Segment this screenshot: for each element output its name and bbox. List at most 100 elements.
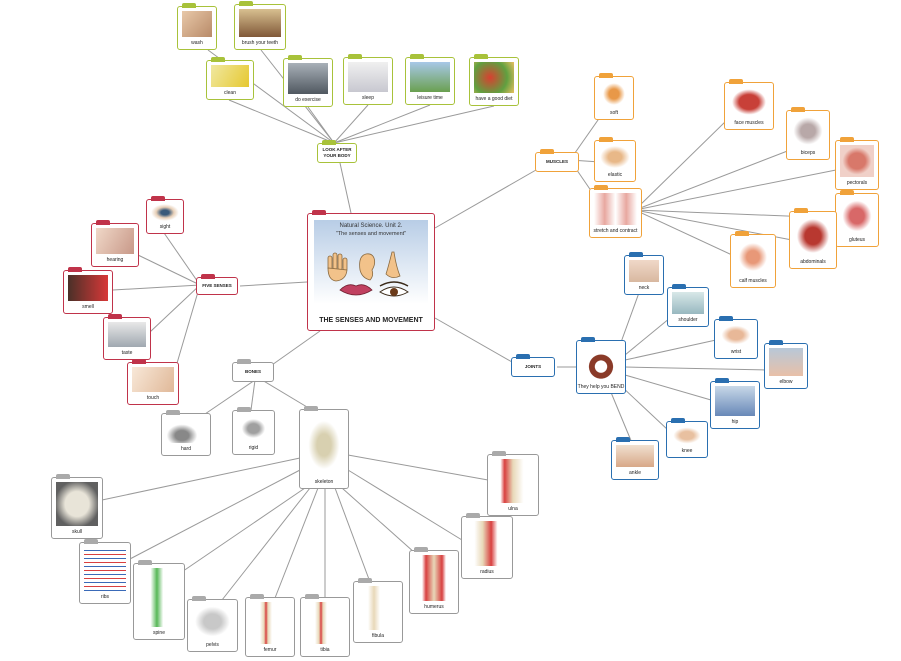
joints-node[interactable]: JOINTS xyxy=(511,354,555,377)
ankle-node[interactable]: ankle xyxy=(611,437,659,480)
shoulder-node[interactable]: shoulder xyxy=(667,284,709,327)
node-label: shoulder xyxy=(678,317,698,323)
leisure-image xyxy=(410,62,450,92)
node-label: fibula xyxy=(372,633,384,639)
taste-node[interactable]: taste xyxy=(103,314,151,360)
node-label: MUSCLES xyxy=(545,159,568,164)
node-label: brush your teeth xyxy=(241,40,279,46)
elbow-image xyxy=(769,348,803,376)
face-muscles-node[interactable]: face muscles xyxy=(724,79,774,130)
neck-node[interactable]: neck xyxy=(624,252,664,295)
they-help-you-bend-node[interactable]: They help you BEND xyxy=(576,337,626,394)
touch-node[interactable]: touch xyxy=(127,359,179,405)
wrist-node[interactable]: wrist xyxy=(714,316,758,359)
brush-teeth-image xyxy=(239,9,281,37)
bones-node[interactable]: BONES xyxy=(232,359,274,382)
ulna-image xyxy=(492,459,534,503)
node-label: LOOK AFTER YOUR BODY xyxy=(322,147,352,158)
hard-node[interactable]: hard xyxy=(161,410,211,456)
main-title: THE SENSES AND MOVEMENT xyxy=(319,317,423,324)
gluteus-node[interactable]: gluteus xyxy=(835,190,879,247)
ribs-image xyxy=(84,547,126,591)
node-label: sleep xyxy=(362,95,374,101)
node-label: elastic xyxy=(607,172,623,178)
eye-image xyxy=(151,204,179,221)
node-label: sight xyxy=(159,224,171,230)
ribs-node[interactable]: ribs xyxy=(79,539,131,604)
node-label: biceps xyxy=(800,150,816,156)
face-muscles-image xyxy=(729,87,769,117)
hip-image xyxy=(715,386,755,416)
spine-image xyxy=(138,568,180,627)
unit-subtitle: "The senses and movement" xyxy=(335,231,407,237)
sleep-node[interactable]: sleep xyxy=(343,54,393,105)
shoulder-image xyxy=(672,292,704,314)
node-label: hearing xyxy=(106,257,124,263)
skeleton-node[interactable]: skeleton xyxy=(299,406,349,489)
node-label: touch xyxy=(146,395,160,401)
soft-image xyxy=(599,81,629,107)
have-a-good-diet-node[interactable]: have a good diet xyxy=(469,54,519,106)
senses-icons xyxy=(327,251,409,297)
central-topic-node[interactable]: Natural Science. Unit 2. "The senses and… xyxy=(307,210,435,331)
taste-image xyxy=(108,322,146,347)
humerus-node[interactable]: humerus xyxy=(409,547,459,614)
pelvis-node[interactable]: pelvis xyxy=(187,596,238,652)
knee-image xyxy=(671,426,703,445)
gluteus-image xyxy=(840,198,874,234)
hearing-node[interactable]: hearing xyxy=(91,220,139,267)
clean-node[interactable]: clean xyxy=(206,57,254,100)
node-label: skeleton xyxy=(314,479,334,485)
calf-muscles-node[interactable]: calf muscles xyxy=(730,231,776,288)
wash-node[interactable]: wash xyxy=(177,3,217,50)
do-exercise-node[interactable]: do exercise xyxy=(283,55,333,107)
node-label: femur xyxy=(263,647,277,653)
five-senses-node[interactable]: FIVE SENSES xyxy=(196,274,238,295)
abdominals-image xyxy=(794,216,832,256)
node-label: skull xyxy=(71,529,82,535)
node-label: neck xyxy=(638,285,650,291)
node-label: leisure time xyxy=(417,95,443,101)
node-label: ribs xyxy=(100,594,110,600)
elbow-node[interactable]: elbow xyxy=(764,340,808,389)
smell-node[interactable]: smell xyxy=(63,267,113,314)
stretch-contract-image xyxy=(594,193,637,225)
abdominals-node[interactable]: abdominals xyxy=(789,208,837,269)
stretch-and-contract-node[interactable]: stretch and contract xyxy=(589,185,642,238)
node-label: hip xyxy=(731,419,739,425)
look-after-your-body-node[interactable]: LOOK AFTER YOUR BODY xyxy=(317,140,357,163)
fibula-node[interactable]: fibula xyxy=(353,578,403,643)
ulna-node[interactable]: ulna xyxy=(487,451,539,516)
tibia-node[interactable]: tibia xyxy=(300,594,350,657)
elastic-node[interactable]: elastic xyxy=(594,137,636,182)
elastic-image xyxy=(599,145,631,169)
sight-node[interactable]: sight xyxy=(146,196,184,234)
radius-node[interactable]: radius xyxy=(461,513,513,579)
rigid-node[interactable]: rigid xyxy=(232,407,275,455)
muscles-node[interactable]: MUSCLES xyxy=(535,149,579,172)
node-label: taste xyxy=(121,350,133,356)
node-label: rigid xyxy=(248,445,259,451)
knee-node[interactable]: knee xyxy=(666,418,708,458)
femur-image xyxy=(250,602,290,644)
pelvis-image xyxy=(192,604,233,639)
hip-node[interactable]: hip xyxy=(710,378,760,429)
soft-node[interactable]: soft xyxy=(594,73,634,120)
node-label: JOINTS xyxy=(524,364,542,369)
node-label: ulna xyxy=(508,506,518,512)
femur-node[interactable]: femur xyxy=(245,594,295,657)
skull-node[interactable]: skull xyxy=(51,474,103,539)
leisure-time-node[interactable]: leisure time xyxy=(405,54,455,105)
node-label: wrist xyxy=(730,349,742,355)
pectorals-node[interactable]: pectorals xyxy=(835,137,879,190)
node-label: hard xyxy=(180,446,191,452)
spine-node[interactable]: spine xyxy=(133,560,185,640)
brush-your-teeth-node[interactable]: brush your teeth xyxy=(234,1,286,50)
node-label: ankle xyxy=(629,470,641,476)
ear-image xyxy=(96,228,134,254)
node-label: stretch and contract xyxy=(593,228,638,234)
ankle-image xyxy=(616,445,654,467)
node-label: abdominals xyxy=(800,259,826,265)
node-label: FIVE SENSES xyxy=(202,283,232,288)
biceps-node[interactable]: biceps xyxy=(786,107,830,160)
